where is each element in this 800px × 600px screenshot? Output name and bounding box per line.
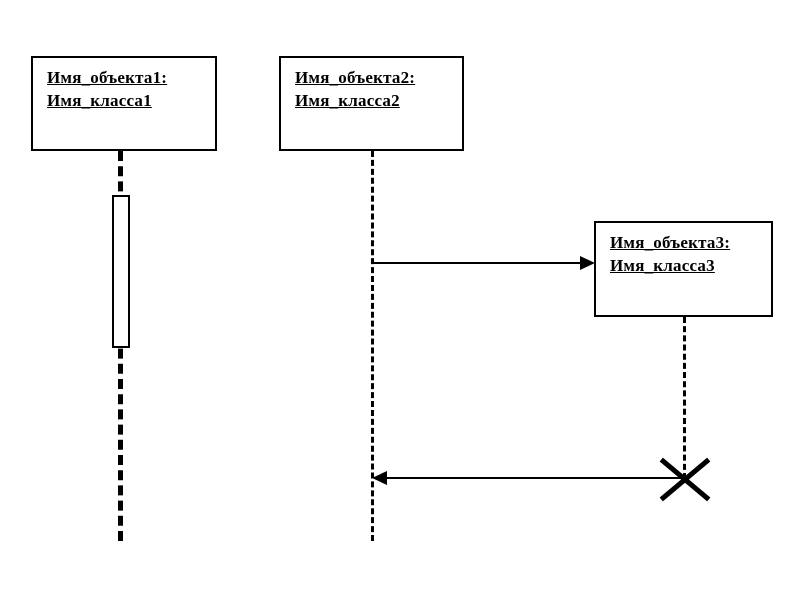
object-name-object1: Имя_объекта1: [47, 68, 168, 87]
lifeline-object2 [371, 151, 374, 541]
class-name-object1: Имя_класса1 [47, 91, 152, 110]
message-arrowhead-create-object3 [580, 256, 595, 270]
activation-bar-object1 [112, 195, 130, 348]
object-box-object2[interactable]: Имя_объекта2: Имя_класса2 [279, 56, 464, 151]
object-name-object3: Имя_объекта3: [610, 233, 731, 252]
class-name-object3: Имя_класса3 [610, 256, 715, 275]
class-name-object2: Имя_класса2 [295, 91, 400, 110]
message-line-create-object3[interactable] [372, 262, 582, 264]
lifeline-object3 [683, 317, 686, 479]
destroy-marker-object3 [659, 453, 711, 505]
object-box-object3[interactable]: Имя_объекта3: Имя_класса3 [594, 221, 773, 317]
message-line-return-to-object2[interactable] [386, 477, 685, 479]
message-arrowhead-return-to-object2 [372, 471, 387, 485]
object-name-object2: Имя_объекта2: [295, 68, 416, 87]
object-box-object1[interactable]: Имя_объекта1: Имя_класса1 [31, 56, 217, 151]
